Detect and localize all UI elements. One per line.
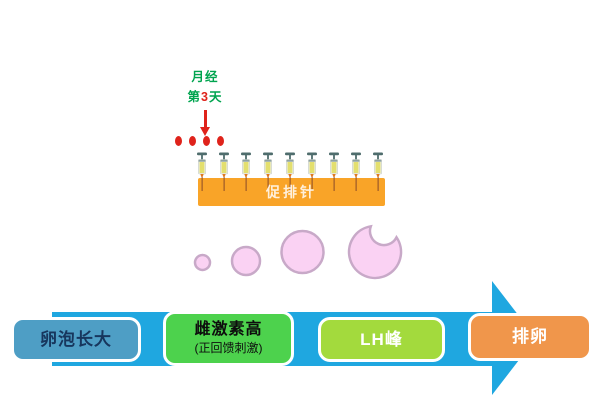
- down-arrow-head-icon: [199, 127, 210, 136]
- blood-drops: [175, 136, 224, 146]
- blood-drop-icon: [203, 136, 210, 146]
- blood-drop-icon: [217, 136, 224, 146]
- syringe-icon: [219, 152, 229, 191]
- follicle-stage-2: [230, 245, 262, 277]
- day-suffix: 天: [208, 89, 223, 104]
- follicle-stage-3: [280, 229, 325, 275]
- step-ovulation: 排卵: [468, 313, 592, 361]
- menstruation-label: 月经: [191, 70, 219, 84]
- day-prefix: 第: [187, 89, 202, 104]
- step-follicle-growth: 卵泡长大: [11, 317, 141, 362]
- syringe-row: [195, 152, 385, 194]
- syringe-icon: [307, 152, 317, 191]
- blood-drop-icon: [175, 136, 182, 146]
- day-number: 3: [201, 89, 209, 104]
- blood-drop-icon: [189, 136, 196, 146]
- syringe-icon: [197, 152, 207, 191]
- follicle-stage-4-ruptured: [347, 224, 403, 280]
- syringe-icon: [285, 152, 295, 191]
- syringe-icon: [329, 152, 339, 191]
- menstruation-annotation: 月经 第3天: [150, 71, 260, 110]
- step-label: 卵泡长大: [40, 329, 112, 349]
- step-sublabel: (正回馈刺激): [194, 340, 263, 355]
- step-lh-surge: LH峰: [318, 317, 445, 362]
- down-arrow-icon: [204, 110, 207, 128]
- syringe-icon: [263, 152, 273, 191]
- syringe-icon: [373, 152, 383, 191]
- stimulation-bar-label: 促排针: [266, 184, 317, 200]
- day3-label: 第3天: [150, 89, 260, 104]
- follicle-stage-1: [193, 253, 212, 272]
- step-estrogen-high: 雌激素高 (正回馈刺激): [163, 311, 294, 366]
- syringe-icon: [351, 152, 361, 191]
- step-label: LH峰: [360, 329, 403, 349]
- step-label: 排卵: [512, 327, 548, 347]
- stimulation-bar: [198, 178, 385, 206]
- syringe-icon: [241, 152, 251, 191]
- step-label: 雌激素高: [194, 321, 263, 339]
